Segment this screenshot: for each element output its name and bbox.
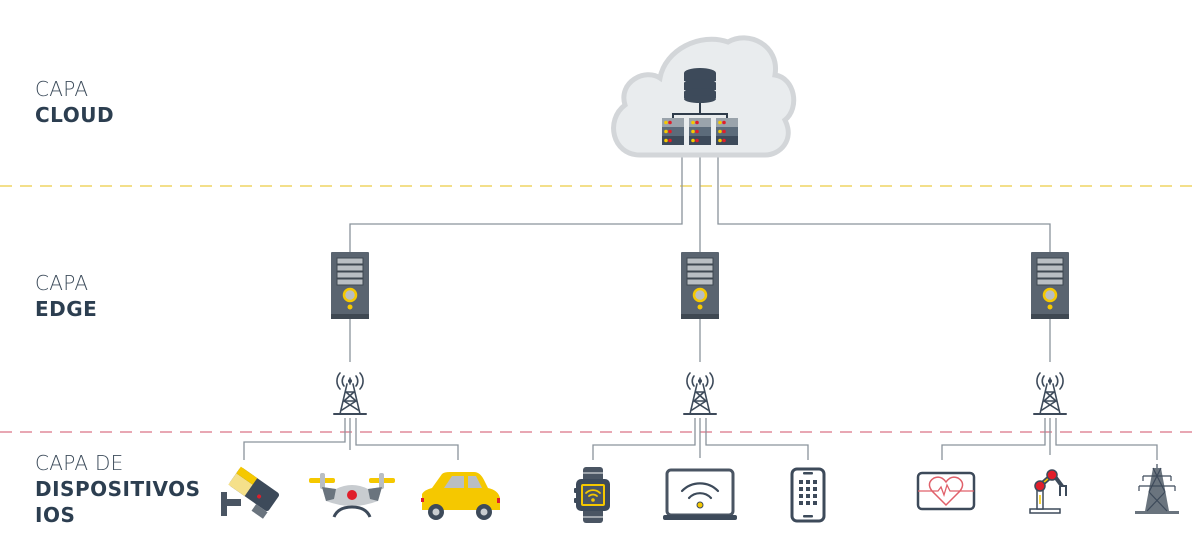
server-rack-icons bbox=[662, 118, 738, 145]
smartphone-icon bbox=[790, 467, 826, 523]
edge-server-icon bbox=[1029, 250, 1071, 321]
power-pylon-icon bbox=[1135, 464, 1179, 514]
database-icon bbox=[684, 68, 716, 103]
edge-server-icon bbox=[679, 250, 721, 321]
layer-prefix: CAPA bbox=[35, 271, 89, 295]
edge-server-icon bbox=[329, 250, 371, 321]
layer-prefix: CAPA DE bbox=[35, 451, 124, 475]
edge-node-1 bbox=[243, 250, 459, 460]
car-icon bbox=[421, 472, 500, 520]
layer-label-devices: CAPA DE DISPOSITIVOS IOS bbox=[35, 450, 201, 528]
layer-name: EDGE bbox=[35, 297, 98, 321]
layer-name: CLOUD bbox=[35, 103, 115, 127]
heart-monitor-icon bbox=[916, 471, 976, 511]
layer-label-edge: CAPA EDGE bbox=[35, 270, 97, 322]
drone-icon bbox=[309, 473, 395, 518]
cell-tower-icon bbox=[1033, 372, 1067, 415]
edge-node-2 bbox=[592, 250, 809, 460]
cloud-icon bbox=[611, 35, 797, 158]
layer-prefix: CAPA bbox=[35, 77, 89, 101]
security-camera-icon bbox=[221, 466, 280, 519]
layer-name-line2: IOS bbox=[35, 503, 76, 527]
layer-label-cloud: CAPA CLOUD bbox=[35, 76, 114, 128]
cell-tower-icon bbox=[683, 372, 717, 415]
device-connectors bbox=[243, 418, 459, 460]
cell-tower-icon bbox=[333, 372, 367, 415]
edge-node-3 bbox=[941, 250, 1158, 460]
device-connectors bbox=[592, 418, 809, 460]
smartwatch-icon bbox=[574, 467, 610, 523]
device-connectors bbox=[941, 418, 1158, 460]
cloud-edge-connectors bbox=[349, 150, 1051, 252]
layer-name: DISPOSITIVOS bbox=[35, 477, 201, 501]
robotic-arm-icon bbox=[1029, 469, 1067, 514]
laptop-wifi-icon bbox=[663, 468, 737, 520]
